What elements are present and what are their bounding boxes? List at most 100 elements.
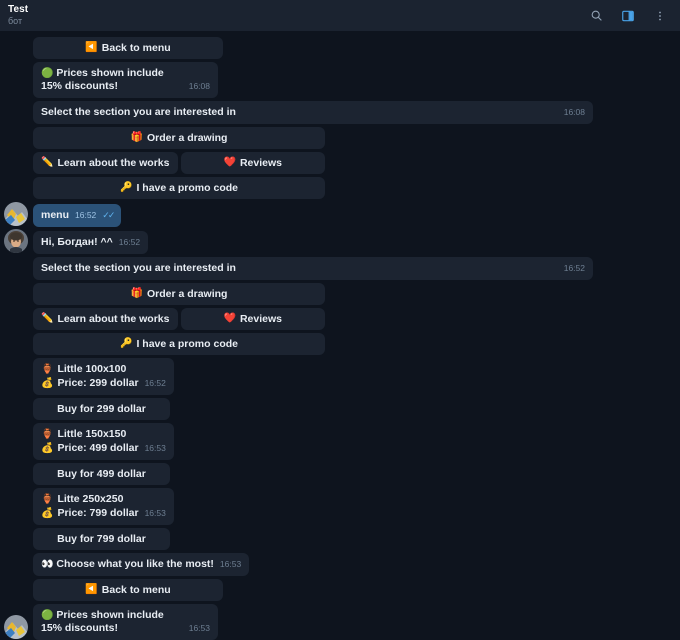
- button-label: Reviews: [239, 157, 282, 169]
- message-row: 🟢 Prices shown include 15% discounts! 16…: [0, 604, 680, 640]
- back-to-menu-button[interactable]: ◀️ Back to menu: [33, 579, 223, 601]
- product-bubble[interactable]: 🏺 Little 100x100 💰 Price: 299 dollar 16:…: [33, 358, 174, 395]
- message-text: 👀 Choose what you like the most!: [41, 558, 214, 571]
- product-title: Little 150x150: [57, 428, 127, 440]
- product-lines: 🏺 Little 100x100 💰 Price: 299 dollar: [41, 363, 139, 390]
- keyboard-row: ◀️ Back to menu: [33, 37, 680, 59]
- order-drawing-button[interactable]: 🎁 Order a drawing: [33, 283, 325, 305]
- chat-subtitle: бот: [8, 16, 23, 26]
- message-time: 16:52: [75, 210, 97, 220]
- product-lines: 🏺 Litte 250x250 💰 Price: 799 dollar: [41, 493, 139, 520]
- buy-button-item2[interactable]: Buy for 499 dollar: [33, 463, 170, 485]
- reviews-button[interactable]: ❤️ Reviews: [180, 308, 325, 330]
- message-bubble[interactable]: Select the section you are interested in…: [33, 257, 593, 280]
- inline-keyboard: 🎁 Order a drawing ✏️ Learn about the wor…: [33, 127, 680, 199]
- product-message-row: 🏺 Litte 250x250 💰 Price: 799 dollar 16:5…: [0, 488, 680, 525]
- heart-icon: ❤️: [223, 313, 236, 324]
- message-time: 16:08: [563, 107, 585, 117]
- left-arrow-icon: ◀️: [85, 42, 98, 53]
- key-icon: 🔑: [120, 182, 133, 193]
- message-row: Select the section you are interested in…: [0, 257, 680, 280]
- message-bubble[interactable]: Hi, Богдан! ^^ 16:52: [33, 231, 149, 254]
- message-time: 16:08: [188, 81, 210, 91]
- message-text: 🟢 Prices shown include 15% discounts!: [41, 609, 183, 635]
- promo-code-button[interactable]: 🔑 I have a promo code: [33, 177, 325, 199]
- chat-header-actions: [586, 6, 670, 26]
- product-message-row: 🏺 Little 100x100 💰 Price: 299 dollar 16:…: [0, 358, 680, 395]
- message-bubble[interactable]: 👀 Choose what you like the most! 16:53: [33, 553, 250, 576]
- pencil-icon: ✏️: [41, 157, 54, 168]
- product-title: Little 100x100: [57, 363, 127, 375]
- message-time: 16:53: [188, 623, 210, 633]
- message-time: 16:53: [144, 443, 166, 453]
- message-bubble[interactable]: 🟢 Prices shown include 15% discounts! 16…: [33, 62, 218, 98]
- product-title-line: 🏺 Litte 250x250: [41, 493, 139, 506]
- inline-keyboard: ◀️ Back to menu: [33, 579, 680, 601]
- back-to-menu-button[interactable]: ◀️ Back to menu: [33, 37, 223, 59]
- sidebar-toggle-icon[interactable]: [618, 6, 638, 26]
- message-body: Prices shown include 15% discounts!: [41, 67, 167, 92]
- inline-keyboard: Buy for 799 dollar: [33, 528, 680, 550]
- learn-about-works-button[interactable]: ✏️ Learn about the works: [33, 308, 178, 330]
- message-time: 16:52: [118, 237, 141, 247]
- button-label: Learn about the works: [57, 313, 170, 325]
- button-label: Reviews: [239, 313, 282, 325]
- product-bubble[interactable]: 🏺 Litte 250x250 💰 Price: 799 dollar 16:5…: [33, 488, 174, 525]
- message-body: Select the section you are interested in: [41, 262, 236, 274]
- message-text: Select the section you are interested in: [41, 262, 236, 275]
- message-row: Hi, Богдан! ^^ 16:52: [0, 229, 680, 254]
- learn-about-works-button[interactable]: ✏️ Learn about the works: [33, 152, 178, 174]
- more-vertical-icon[interactable]: [650, 6, 670, 26]
- order-drawing-button[interactable]: 🎁 Order a drawing: [33, 127, 325, 149]
- message-bubble[interactable]: 🟢 Prices shown include 15% discounts! 16…: [33, 604, 218, 640]
- product-price-line: 💰 Price: 499 dollar: [41, 442, 139, 455]
- money-bag-icon: 💰: [41, 377, 54, 389]
- keyboard-row: 🎁 Order a drawing: [33, 283, 680, 305]
- keyboard-row: Buy for 799 dollar: [33, 528, 680, 550]
- search-icon[interactable]: [586, 6, 606, 26]
- button-label: Buy for 299 dollar: [57, 403, 146, 415]
- message-time: 16:52: [563, 263, 585, 273]
- product-price: Price: 299 dollar: [57, 377, 139, 389]
- gift-icon: 🎁: [130, 132, 143, 143]
- message-time: 16:52: [144, 378, 166, 388]
- message-text: 🟢 Prices shown include 15% discounts!: [41, 67, 183, 93]
- inline-keyboard: Buy for 299 dollar: [33, 398, 680, 420]
- avatar-bot[interactable]: [4, 615, 28, 639]
- amphora-icon: 🏺: [41, 493, 54, 505]
- buy-button-item1[interactable]: Buy for 299 dollar: [33, 398, 170, 420]
- message-time: 16:53: [219, 559, 242, 569]
- button-label: Order a drawing: [146, 132, 228, 144]
- amphora-icon: 🏺: [41, 428, 54, 440]
- message-row: 🟢 Prices shown include 15% discounts! 16…: [0, 62, 680, 98]
- product-price: Price: 499 dollar: [57, 442, 139, 454]
- product-bubble[interactable]: 🏺 Little 150x150 💰 Price: 499 dollar 16:…: [33, 423, 174, 460]
- key-icon: 🔑: [120, 338, 133, 349]
- message-text: Select the section you are interested in: [41, 106, 236, 119]
- product-message-row: 🏺 Little 150x150 💰 Price: 499 dollar 16:…: [0, 423, 680, 460]
- message-row: menu 16:52 ✓✓: [0, 202, 680, 227]
- message-list[interactable]: ◀️ Back to menu 🟢 Prices shown include 1…: [0, 31, 680, 640]
- message-bubble[interactable]: Select the section you are interested in…: [33, 101, 593, 124]
- product-price-line: 💰 Price: 299 dollar: [41, 377, 139, 390]
- buy-button-item3[interactable]: Buy for 799 dollar: [33, 528, 170, 550]
- keyboard-row: ✏️ Learn about the works ❤️ Reviews: [33, 152, 680, 174]
- read-receipt-icon: ✓✓: [102, 210, 115, 220]
- message-row: Select the section you are interested in…: [0, 101, 680, 124]
- button-label: Order a drawing: [146, 288, 228, 300]
- reviews-button[interactable]: ❤️ Reviews: [180, 152, 325, 174]
- avatar-bot[interactable]: [4, 202, 28, 226]
- product-lines: 🏺 Little 150x150 💰 Price: 499 dollar: [41, 428, 139, 455]
- amphora-icon: 🏺: [41, 363, 54, 375]
- keyboard-row: ◀️ Back to menu: [33, 579, 680, 601]
- promo-code-button[interactable]: 🔑 I have a promo code: [33, 333, 325, 355]
- avatar-user[interactable]: [4, 229, 28, 253]
- message-bubble-outgoing[interactable]: menu 16:52 ✓✓: [33, 204, 122, 227]
- button-label: I have a promo code: [136, 338, 238, 350]
- product-title-line: 🏺 Little 100x100: [41, 363, 139, 376]
- pencil-icon: ✏️: [41, 313, 54, 324]
- keyboard-row: Buy for 499 dollar: [33, 463, 680, 485]
- chat-header-titles[interactable]: Test бот: [8, 4, 586, 27]
- money-bag-icon: 💰: [41, 442, 54, 454]
